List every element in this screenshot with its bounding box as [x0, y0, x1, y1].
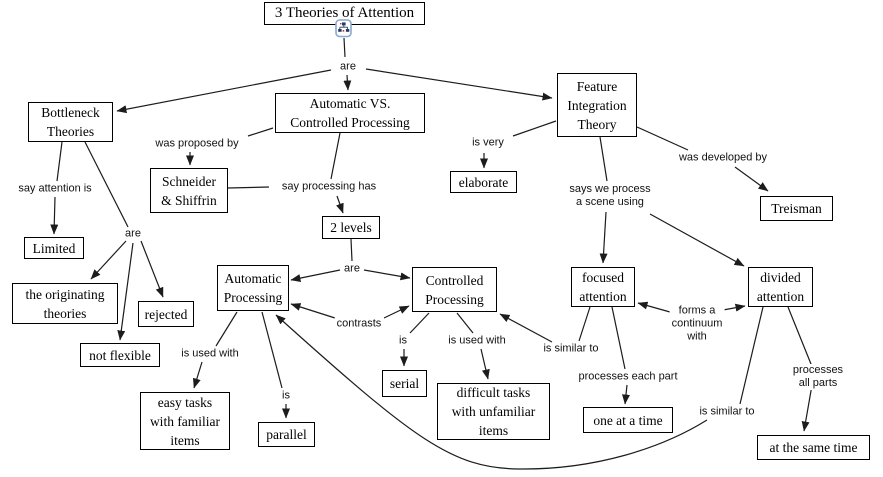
edge-focused-to-is-similar [578, 306, 591, 342]
edge-2levels-to-are [350, 238, 353, 262]
edge-is-used-with-to-easy-tasks [192, 361, 203, 389]
concept-parallel[interactable]: parallel [258, 422, 315, 447]
edge-is-similar-curve-to-autoproc [275, 314, 708, 470]
edge-is-similar-to-ctrlproc [499, 313, 553, 343]
link-label-is-similar-to-divided[interactable]: is similar to [697, 405, 757, 419]
edge-fit-to-was-developed [636, 126, 689, 151]
edge-was-developed-to-treisman [734, 166, 769, 192]
edge-bottleneck-to-say-attention [56, 141, 63, 182]
concept-divided-attention[interactable]: divided attention [748, 267, 813, 307]
link-label-is-parallel[interactable]: is [280, 389, 292, 403]
edge-are-to-not-flexible [117, 242, 134, 341]
link-label-say-processing-has[interactable]: say processing has [279, 180, 379, 194]
concept-difficult-tasks[interactable]: difficult tasks with unfamiliar items [437, 383, 550, 440]
edge-autoproc-to-is [261, 311, 283, 389]
edge-divided-to-processes-all [787, 306, 814, 370]
concept-bottleneck-theories[interactable]: Bottleneck Theories [28, 102, 113, 142]
edge-are-to-fit [365, 68, 553, 101]
link-label-forms-a-continuum[interactable]: forms a continuum with [669, 304, 725, 344]
link-label-is-very[interactable]: is very [470, 136, 506, 150]
edge-are-to-bottleneck [116, 69, 332, 114]
concept-easy-tasks[interactable]: easy tasks with familiar items [140, 392, 230, 450]
concept-focused-attention[interactable]: focused attention [571, 267, 635, 307]
link-label-says-we-process[interactable]: says we process a scene using [567, 183, 653, 209]
link-label-is-used-with-controlled[interactable]: is used with [446, 334, 508, 348]
concept-elaborate[interactable]: elaborate [450, 171, 517, 193]
edge-are-to-autovs [343, 74, 352, 91]
concept-serial[interactable]: serial [382, 370, 427, 397]
link-label-say-attention-is[interactable]: say attention is [16, 182, 94, 196]
link-label-processes-all-parts[interactable]: processes all parts [785, 364, 851, 390]
link-label-are-two-levels[interactable]: are [342, 262, 362, 276]
edge-processes-all-to-same-time [801, 384, 813, 432]
concept-controlled-processing[interactable]: Controlled Processing [412, 267, 497, 312]
link-label-are-bottleneck[interactable]: are [123, 227, 143, 241]
edge-are-to-rejected [140, 240, 164, 298]
concept-treisman[interactable]: Treisman [760, 196, 833, 221]
edge-autovs-to-was-proposed [247, 127, 274, 137]
edge-processes-each-to-one-at-a-time [622, 384, 630, 405]
edge-continuum-to-divided [722, 303, 746, 312]
concept-automatic-vs-controlled[interactable]: Automatic VS. Controlled Processing [275, 93, 425, 133]
edge-autoproc-to-is-used-with [215, 311, 238, 347]
edge-contrasts-to-autoproc [290, 303, 336, 319]
concept-one-at-a-time[interactable]: one at a time [583, 407, 673, 433]
edge-are-to-autoproc [290, 269, 341, 283]
edge-divided-to-is-similar [739, 306, 764, 405]
link-label-contrasts[interactable]: contrasts [334, 317, 384, 331]
edge-continuum-to-focused [637, 301, 671, 313]
edge-fit-to-is-very [512, 120, 557, 137]
edge-ctrlproc-to-is [409, 312, 430, 334]
link-label-processes-each-part[interactable]: processes each part [576, 370, 680, 384]
edge-fit-to-says-we-process [599, 136, 608, 182]
edge-schneider-to-say-processing [227, 186, 270, 189]
concept-rejected[interactable]: rejected [138, 301, 194, 327]
edge-contrasts-to-ctrlproc [383, 305, 410, 319]
link-label-was-proposed-by[interactable]: was proposed by [153, 137, 241, 151]
link-label-was-developed-by[interactable]: was developed by [676, 151, 770, 165]
edge-autovs-to-say-processing [330, 132, 341, 180]
link-label-is-serial[interactable]: is [397, 334, 409, 348]
concept-automatic-processing[interactable]: Automatic Processing [217, 265, 289, 311]
concept-limited[interactable]: Limited [24, 237, 84, 259]
edge-are-to-originating [90, 240, 127, 280]
edge-bottleneck-to-are [84, 141, 129, 228]
link-label-is-used-with-auto[interactable]: is used with [179, 347, 241, 361]
edge-ctrlproc-to-is-used-with [456, 312, 474, 334]
edge-say-processing-to-2levels [336, 195, 344, 214]
edge-says-we-process-to-divided [649, 213, 745, 267]
edge-says-we-process-to-focused [599, 211, 608, 264]
edge-are-to-ctrlproc [363, 269, 411, 281]
concept-feature-integration-theory[interactable]: Feature Integration Theory [557, 73, 637, 137]
link-label-are-root[interactable]: are [338, 60, 358, 74]
concept-not-flexible[interactable]: not flexible [80, 343, 160, 367]
link-label-is-similar-to-focused[interactable]: is similar to [541, 342, 601, 356]
concept-2-levels[interactable]: 2 levels [322, 216, 380, 239]
edge-focused-to-processes-each [611, 306, 626, 370]
edge-icon-to-are [343, 37, 346, 58]
concept-originating-theories[interactable]: the originating theories [12, 283, 118, 324]
edge-say-attention-to-limited [50, 196, 59, 235]
concept-schneider-shiffrin[interactable]: Schneider & Shiffrin [150, 168, 228, 213]
concept-map-resource-icon[interactable] [335, 19, 352, 38]
concept-at-the-same-time[interactable]: at the same time [757, 435, 870, 460]
edge-is-used-with-to-difficult-tasks [480, 348, 490, 380]
